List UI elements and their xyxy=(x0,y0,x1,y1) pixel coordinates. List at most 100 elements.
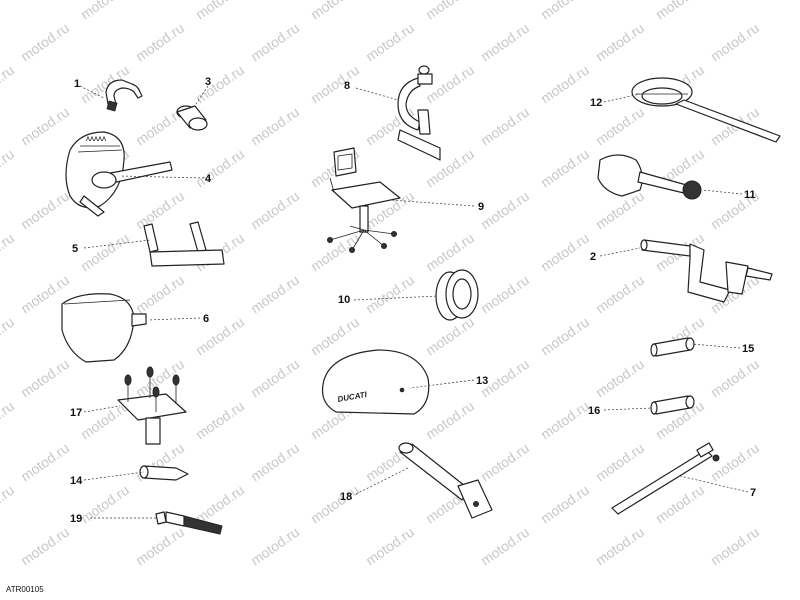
tool-16-cylinder xyxy=(650,395,695,415)
watermark-text: motod.ru xyxy=(248,272,302,317)
watermark-text: motod.ru xyxy=(133,524,187,569)
watermark-text: motod.ru xyxy=(18,188,72,233)
watermark-text: motod.ru xyxy=(0,230,17,275)
tool-15-cylinder xyxy=(650,337,695,357)
tool-13-cover: DUCATI xyxy=(321,349,430,415)
watermark-text: motod.ru xyxy=(538,0,592,22)
label-4: 4 xyxy=(205,173,212,185)
watermark-text: motod.ru xyxy=(593,104,647,149)
label-14: 14 xyxy=(70,475,83,487)
watermark-text: motod.ru xyxy=(18,356,72,401)
part-labels: 1 3 4 5 6 17 14 19 8 9 10 13 18 12 11 2 … xyxy=(70,76,756,525)
label-5: 5 xyxy=(72,243,78,255)
watermark-text: motod.ru xyxy=(708,524,762,569)
watermark-text: motod.ru xyxy=(78,230,132,275)
label-6: 6 xyxy=(203,313,209,325)
watermark-text: motod.ru xyxy=(423,398,477,443)
leader-lines xyxy=(79,85,749,519)
tool-5-bracket xyxy=(143,221,225,267)
watermark-text: motod.ru xyxy=(538,398,592,443)
watermark-text: motod.ru xyxy=(0,314,17,359)
watermark-text: motod.ru xyxy=(0,62,17,107)
watermark-text: motod.ru xyxy=(653,482,707,527)
label-9: 9 xyxy=(478,201,484,213)
watermark-text: motod.ru xyxy=(133,188,187,233)
label-15: 15 xyxy=(742,343,754,355)
label-7: 7 xyxy=(750,487,756,499)
watermark-text: motod.ru xyxy=(193,314,247,359)
label-10: 10 xyxy=(338,294,350,306)
tool-6-pulley-holder xyxy=(61,293,147,363)
watermark-text: motod.ru xyxy=(18,104,72,149)
label-2: 2 xyxy=(590,251,596,263)
watermark-text: motod.ru xyxy=(193,62,247,107)
tool-18-wrench xyxy=(398,442,493,519)
watermark-text: motod.ru xyxy=(78,482,132,527)
svg-text:ᴧᴧᴧᴧᴧ: ᴧᴧᴧᴧᴧ xyxy=(86,134,106,143)
watermark-text: motod.ru xyxy=(78,0,132,22)
tool-4-degree-wheel: ᴧᴧᴧᴧᴧ xyxy=(65,131,173,217)
watermark-text: motod.ru xyxy=(248,20,302,65)
watermark-text: motod.ru xyxy=(593,272,647,317)
watermark-text: motod.ru xyxy=(363,272,417,317)
watermark-text: motod.ru xyxy=(538,314,592,359)
watermark-text: motod.ru xyxy=(593,524,647,569)
watermark-text: motod.ru xyxy=(478,440,532,485)
watermark-text: motod.ru xyxy=(478,272,532,317)
watermark-text: motod.ru xyxy=(478,104,532,149)
watermark-text: motod.ru xyxy=(0,482,17,527)
tool-11-puller xyxy=(597,154,702,200)
tool-19-drift xyxy=(155,511,223,535)
watermark-text: motod.ru xyxy=(708,20,762,65)
tool-12-ring-spanner xyxy=(631,77,781,143)
watermark-text: motod.ru xyxy=(248,188,302,233)
watermark-text: motod.ru xyxy=(478,188,532,233)
label-1: 1 xyxy=(74,78,80,90)
watermark-text: motod.ru xyxy=(308,314,362,359)
watermark-text: motod.ru xyxy=(363,524,417,569)
watermark-text: motod.ru xyxy=(193,146,247,191)
watermark-text: motod.ru xyxy=(708,440,762,485)
watermark-text: motod.ru xyxy=(308,482,362,527)
watermark-text: motod.ru xyxy=(248,524,302,569)
watermark-text: motod.ru xyxy=(653,0,707,22)
label-18: 18 xyxy=(340,491,352,503)
watermark-text: motod.ru xyxy=(538,230,592,275)
watermark-text: motod.ru xyxy=(593,440,647,485)
watermark-text: motod.ru xyxy=(538,62,592,107)
tool-10-ring xyxy=(435,269,479,321)
watermark-text: motod.ru xyxy=(308,0,362,22)
watermark-text: motod.ru xyxy=(193,482,247,527)
tool-3-sleeve xyxy=(176,105,208,131)
watermark-text: motod.ru xyxy=(248,104,302,149)
label-3: 3 xyxy=(205,76,211,88)
watermark-text: motod.ru xyxy=(18,440,72,485)
watermark-text: motod.ru xyxy=(248,356,302,401)
watermark-text: motod.ru xyxy=(0,398,17,443)
watermark-text: motod.ru xyxy=(478,20,532,65)
label-13: 13 xyxy=(476,375,488,387)
watermark-text: motod.ru xyxy=(0,0,17,22)
label-8: 8 xyxy=(344,80,350,92)
tool-7-rod xyxy=(611,442,720,515)
watermark-text: motod.ru xyxy=(133,20,187,65)
tool-9-stand xyxy=(327,147,401,253)
watermark-text: motod.ru xyxy=(193,398,247,443)
watermark-text: motod.ru xyxy=(708,356,762,401)
watermark-text: motod.ru xyxy=(248,440,302,485)
drawing-code: ATR00105 xyxy=(6,585,44,594)
watermark-text: motod.ru xyxy=(538,482,592,527)
watermark-text: motod.ru xyxy=(308,62,362,107)
watermark-text: motod.ru xyxy=(593,20,647,65)
watermark-text: motod.ru xyxy=(538,146,592,191)
watermark-text: motod.ru xyxy=(423,0,477,22)
label-11: 11 xyxy=(744,189,756,201)
tool-2-shaft-tool xyxy=(640,239,773,303)
watermark-text: motod.ru xyxy=(423,230,477,275)
label-19: 19 xyxy=(70,513,82,525)
watermark-text: motod.ru xyxy=(593,356,647,401)
watermark-text: motod.ru xyxy=(0,146,17,191)
tool-14-bullet-sleeve xyxy=(139,465,189,481)
tool-8-c-clamp xyxy=(397,65,441,161)
